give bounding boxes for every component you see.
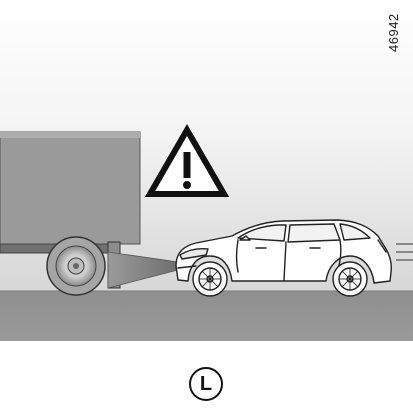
car-front-wheel xyxy=(193,262,227,296)
truck-body xyxy=(0,132,140,244)
figure-reference-number: 46942 xyxy=(386,13,401,52)
truck-wheel xyxy=(47,237,105,295)
road xyxy=(0,291,413,341)
car-side-window xyxy=(288,224,340,242)
callout-letter-badge: L xyxy=(189,367,223,401)
car-rear-wheel xyxy=(333,262,367,296)
